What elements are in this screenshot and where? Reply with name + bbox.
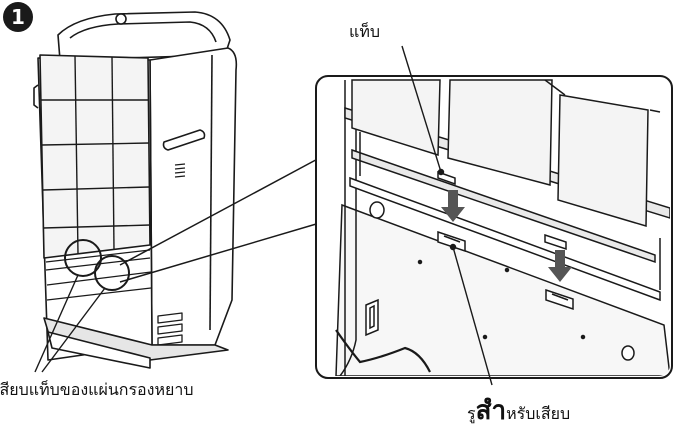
down-arrow-1 [441, 190, 465, 222]
screw-hole-2 [621, 345, 635, 361]
dot-3 [504, 267, 510, 273]
insert-hole-label-prefix: รู [467, 404, 476, 423]
inner-recess [359, 132, 661, 290]
screw-hole-1 [369, 201, 385, 219]
filter-pane-shadow [544, 79, 661, 113]
filter-grid [41, 55, 151, 255]
unit-side [149, 47, 238, 346]
bracket [365, 298, 379, 337]
front-left-handle [33, 84, 39, 109]
cable [335, 329, 431, 373]
unit-top [57, 11, 231, 61]
unit-top-inner [69, 21, 217, 43]
filter-tab-1 [437, 170, 456, 186]
side-handle [162, 129, 206, 151]
tab-circle-left [64, 239, 102, 277]
side-bottom-vent [157, 312, 183, 346]
air-purifier-unit [33, 11, 238, 369]
label-leader-lines [401, 45, 493, 386]
filter-pane-2 [447, 79, 553, 186]
filter-tab-2 [544, 233, 567, 251]
side-vent [174, 163, 186, 178]
dot-2 [417, 259, 423, 265]
body-panel [335, 203, 670, 376]
filter-lower-frame [351, 148, 656, 264]
insert-hole-label-emphasis: สำ [475, 396, 507, 426]
dot-4 [580, 334, 586, 340]
zoom-lines [119, 154, 326, 283]
unit-base-front [47, 331, 151, 369]
unit-side-edge [209, 54, 213, 331]
insert-hole-label: รูสำหรับเสียบ [467, 390, 570, 431]
filter-pane-3 [557, 94, 649, 227]
zoom-panel [315, 45, 673, 386]
unit-top-knob [115, 13, 127, 25]
dot-5 [482, 334, 488, 340]
down-arrow-2 [548, 250, 572, 282]
insert-leader-lines [34, 274, 106, 373]
step-number-badge: 1 [3, 2, 33, 32]
insert-hole-label-suffix: หรับเสียบ [506, 404, 571, 423]
tab-circle-right [94, 255, 130, 291]
tab-label: แท็บ [349, 22, 381, 41]
housing-edge-inner [339, 80, 357, 376]
insert-tab-label: เสียบแท็บของแผ่นกรองหยาบ [0, 380, 194, 399]
insert-arrows [441, 190, 572, 282]
